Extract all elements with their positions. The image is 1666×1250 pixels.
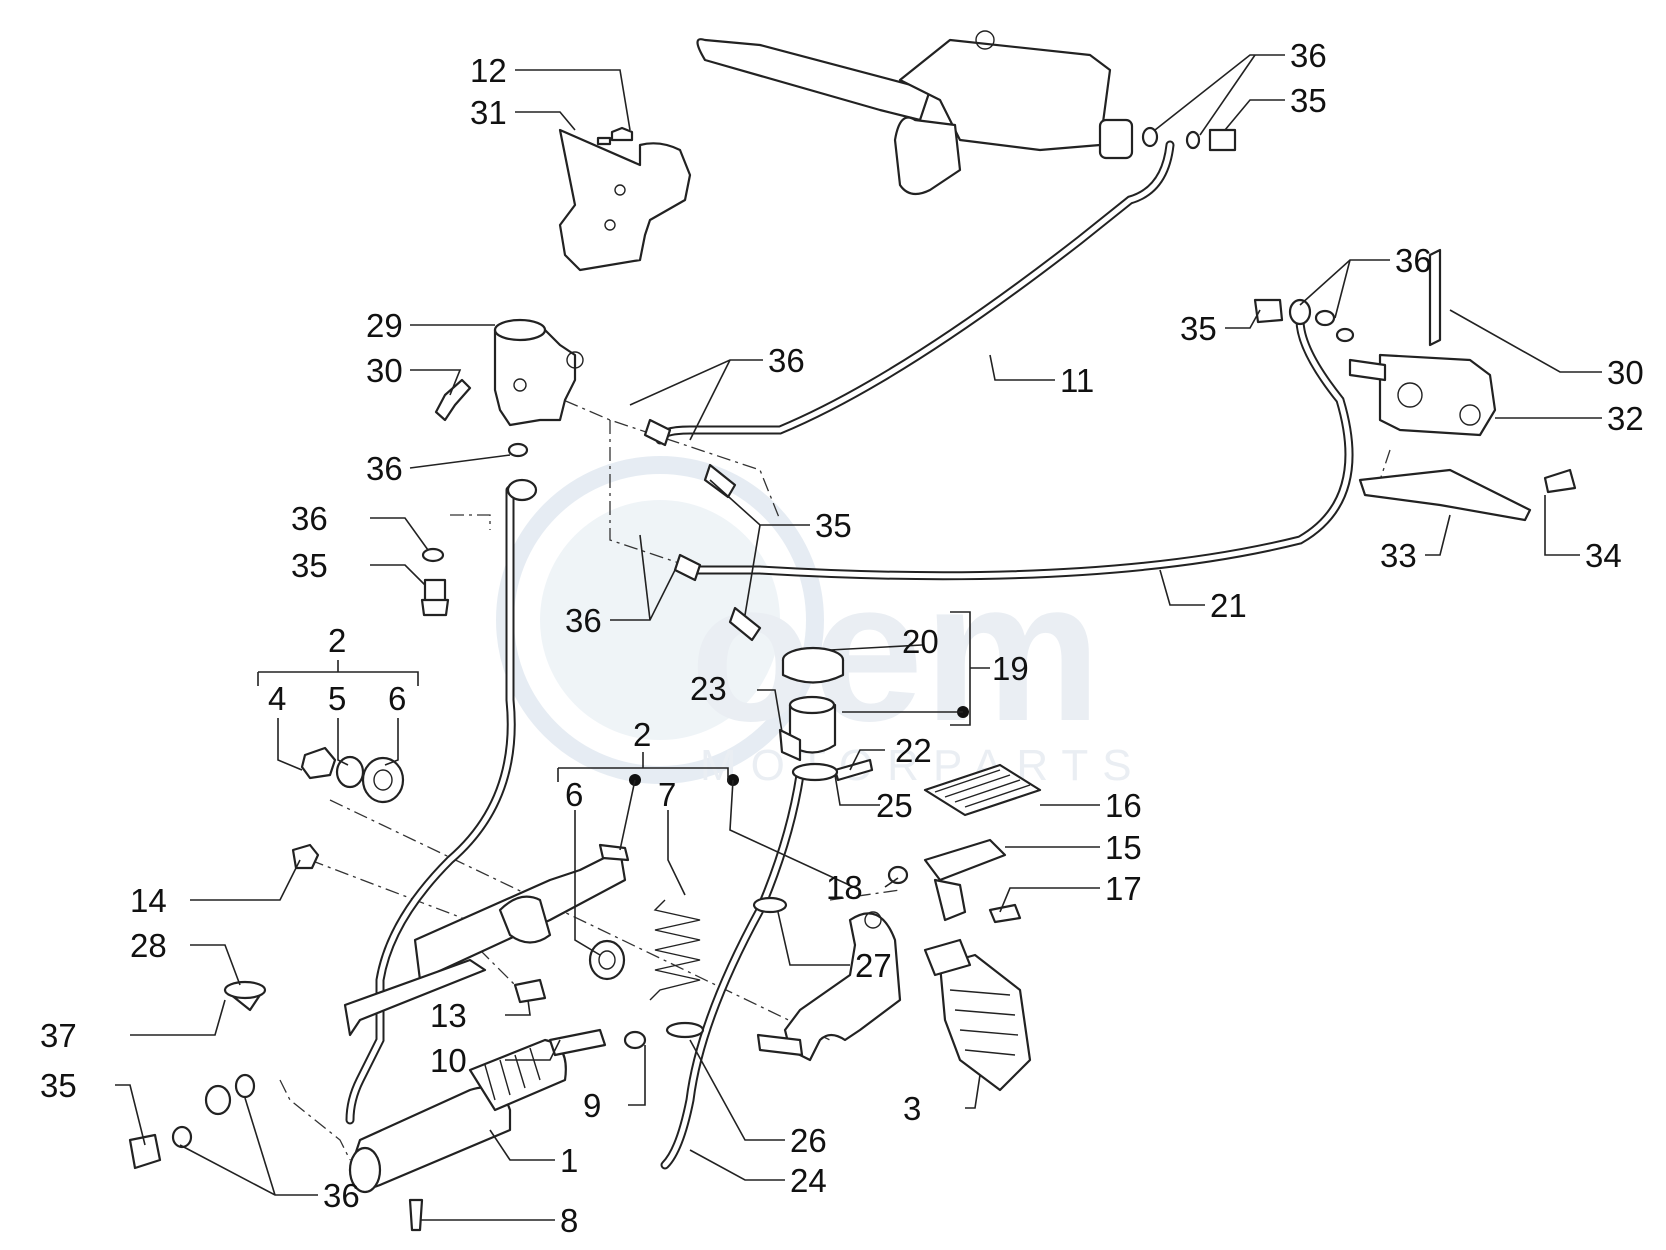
label-11: 11 — [1060, 362, 1094, 399]
bracket-31 — [558, 126, 692, 272]
watermark-sub: MOTORPARTS — [700, 741, 1146, 790]
label-37: 37 — [40, 1017, 77, 1054]
label-27: 27 — [855, 947, 892, 984]
label-33: 33 — [1380, 537, 1417, 574]
label-36: 36 — [1395, 242, 1432, 279]
label-32: 32 — [1607, 400, 1644, 437]
label-35: 35 — [1290, 82, 1327, 119]
brake-pedal — [756, 911, 902, 1062]
label-16: 16 — [1105, 787, 1142, 824]
label-21: 21 — [1210, 587, 1247, 624]
label-19: 19 — [992, 650, 1029, 687]
hose-clips — [223, 762, 839, 1039]
label-14: 14 — [130, 882, 167, 919]
label-35: 35 — [1180, 310, 1217, 347]
label-4: 4 — [268, 680, 286, 717]
reservoir-19 — [778, 646, 969, 782]
label-36: 36 — [366, 450, 403, 487]
label-36: 36 — [1290, 37, 1327, 74]
brake-hoses — [345, 140, 1354, 1170]
distributor-29 — [434, 318, 584, 427]
label-15: 15 — [1105, 829, 1142, 866]
label-17: 17 — [1105, 870, 1142, 907]
label-28: 28 — [130, 927, 167, 964]
part-number-labels: 12 31 29 30 36 36 35 36 35 11 36 35 30 3… — [40, 37, 1644, 1239]
label-36: 36 — [565, 602, 602, 639]
rubber-boot-3 — [923, 938, 1032, 1092]
label-5: 5 — [328, 680, 346, 717]
banjo-bolts-middle — [643, 418, 762, 642]
label-2: 2 — [633, 716, 651, 753]
label-13: 13 — [430, 997, 467, 1034]
rear-caliper-32 — [1253, 248, 1577, 522]
label-18: 18 — [826, 869, 863, 906]
label-6: 6 — [388, 680, 406, 717]
label-10: 10 — [430, 1042, 467, 1079]
label-7: 7 — [658, 776, 676, 813]
top-right-fittings — [1141, 126, 1237, 152]
label-8: 8 — [560, 1202, 578, 1239]
label-35: 35 — [291, 547, 328, 584]
label-29: 29 — [366, 307, 403, 344]
label-12: 12 — [470, 52, 507, 89]
label-30: 30 — [1607, 354, 1644, 391]
label-9: 9 — [583, 1087, 601, 1124]
bottom-fasteners — [128, 978, 547, 1170]
spring-7 — [649, 899, 701, 1001]
label-36: 36 — [291, 500, 328, 537]
label-34: 34 — [1585, 537, 1622, 574]
label-2: 2 — [328, 622, 346, 659]
pedal-pad-16 — [887, 763, 1042, 924]
label-36: 36 — [768, 342, 805, 379]
handlebar-master-cylinder — [696, 30, 1134, 196]
label-3: 3 — [903, 1090, 921, 1127]
label-35: 35 — [815, 507, 852, 544]
label-24: 24 — [790, 1162, 827, 1199]
label-25: 25 — [876, 787, 913, 824]
leader-lines — [115, 54, 1602, 1221]
label-26: 26 — [790, 1122, 827, 1159]
label-31: 31 — [470, 94, 507, 131]
label-1: 1 — [560, 1142, 578, 1179]
washers-4-5-6 — [291, 746, 626, 981]
banjo-bolts-left — [420, 442, 538, 617]
pedal-bracket — [343, 843, 630, 1037]
label-22: 22 — [895, 732, 932, 769]
rear-master-cylinder-1 — [348, 1028, 647, 1232]
label-20: 20 — [902, 623, 939, 660]
label-30: 30 — [366, 352, 403, 389]
label-36: 36 — [323, 1177, 360, 1214]
label-35: 35 — [40, 1067, 77, 1104]
label-23: 23 — [690, 670, 727, 707]
label-6: 6 — [565, 776, 583, 813]
